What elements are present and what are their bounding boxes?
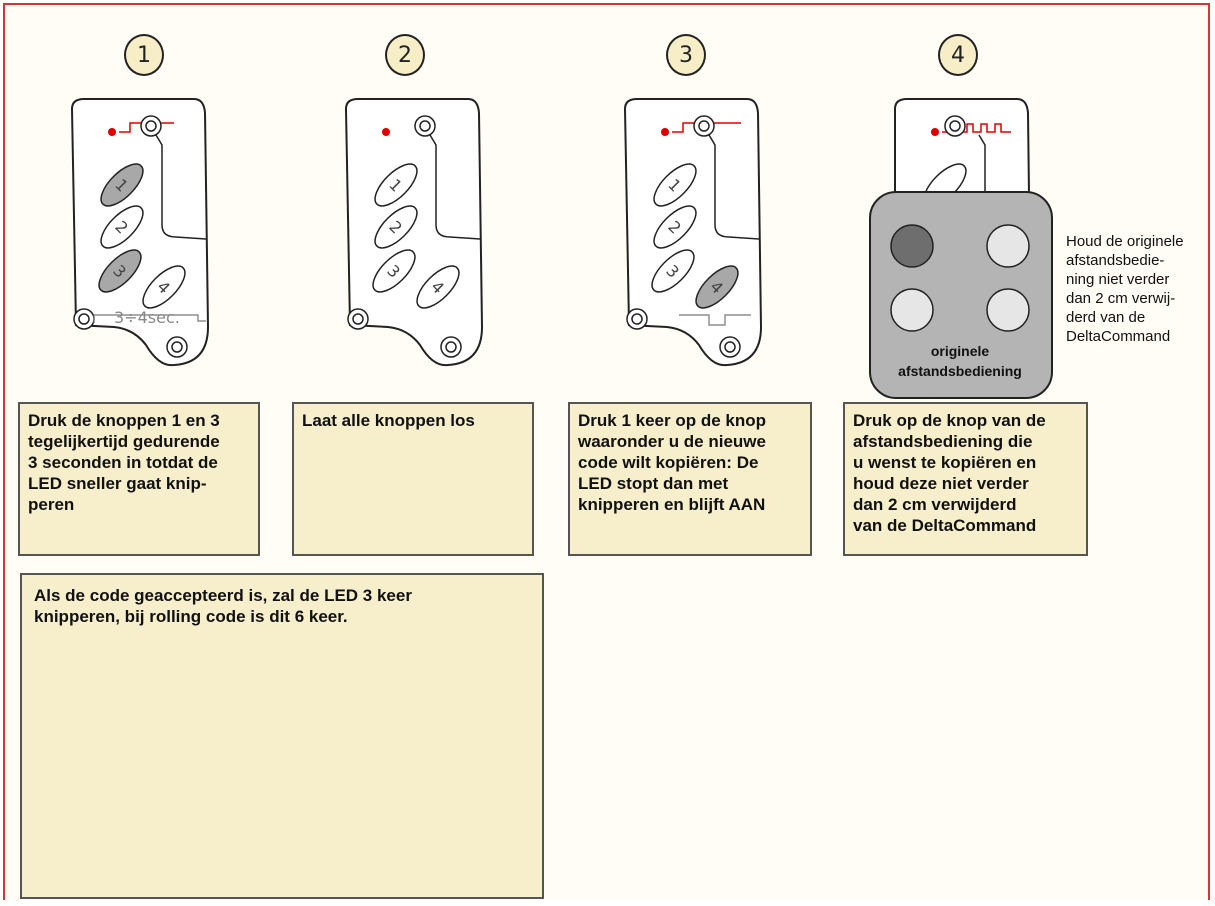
remote-button-4: 4 bbox=[416, 265, 460, 309]
step-2-number: 2 bbox=[385, 34, 425, 76]
remote-step-1: 1 2 3 4 3÷4sec. bbox=[70, 98, 210, 367]
led-icon bbox=[108, 128, 116, 136]
step-1-instruction: Druk de knoppen 1 en 3 tegelijkertijd ge… bbox=[18, 402, 260, 556]
side-note: Houd de originele afstandsbedie- ning ni… bbox=[1066, 233, 1184, 345]
original-button-pressed bbox=[890, 224, 934, 268]
led-icon bbox=[382, 128, 390, 136]
remote-button-2: 2 bbox=[653, 205, 697, 249]
original-remote-label-1: originele bbox=[931, 343, 990, 359]
original-button bbox=[890, 288, 934, 332]
remote-step-2: 1 2 3 4 bbox=[344, 98, 484, 367]
original-remote-label-2: afstandsbediening bbox=[898, 363, 1022, 379]
remote-button-1: 1 bbox=[100, 163, 144, 207]
remote-button-4: 4 bbox=[142, 265, 186, 309]
original-button bbox=[986, 288, 1030, 332]
confirmation-note: Als de code geaccepteerd is, zal de LED … bbox=[20, 573, 544, 899]
remote-step-4 bbox=[894, 98, 1030, 205]
timer-label: 3÷4sec. bbox=[114, 308, 180, 327]
remote-step-3: 1 2 3 4 bbox=[623, 98, 763, 367]
step-4-number: 4 bbox=[938, 34, 978, 76]
step-3-instruction: Druk 1 keer op de knop waaronder u de ni… bbox=[568, 402, 812, 556]
step-2-instruction: Laat alle knoppen los bbox=[292, 402, 534, 556]
led-icon bbox=[931, 128, 939, 136]
step-4-instruction: Druk op de knop van de afstandsbediening… bbox=[843, 402, 1088, 556]
remote-button-1: 1 bbox=[653, 163, 697, 207]
led-icon bbox=[661, 128, 669, 136]
step-1-number: 1 bbox=[124, 34, 164, 76]
original-button bbox=[986, 224, 1030, 268]
remote-button-3: 3 bbox=[98, 249, 142, 293]
remote-button-2: 2 bbox=[100, 205, 144, 249]
original-remote: originele afstandsbediening bbox=[869, 191, 1053, 399]
remote-button-3: 3 bbox=[651, 249, 695, 293]
remote-button-1: 1 bbox=[374, 163, 418, 207]
step-3-number: 3 bbox=[666, 34, 706, 76]
remote-button-2: 2 bbox=[374, 205, 418, 249]
remote-button-4: 4 bbox=[695, 265, 739, 309]
remote-button-3: 3 bbox=[372, 249, 416, 293]
